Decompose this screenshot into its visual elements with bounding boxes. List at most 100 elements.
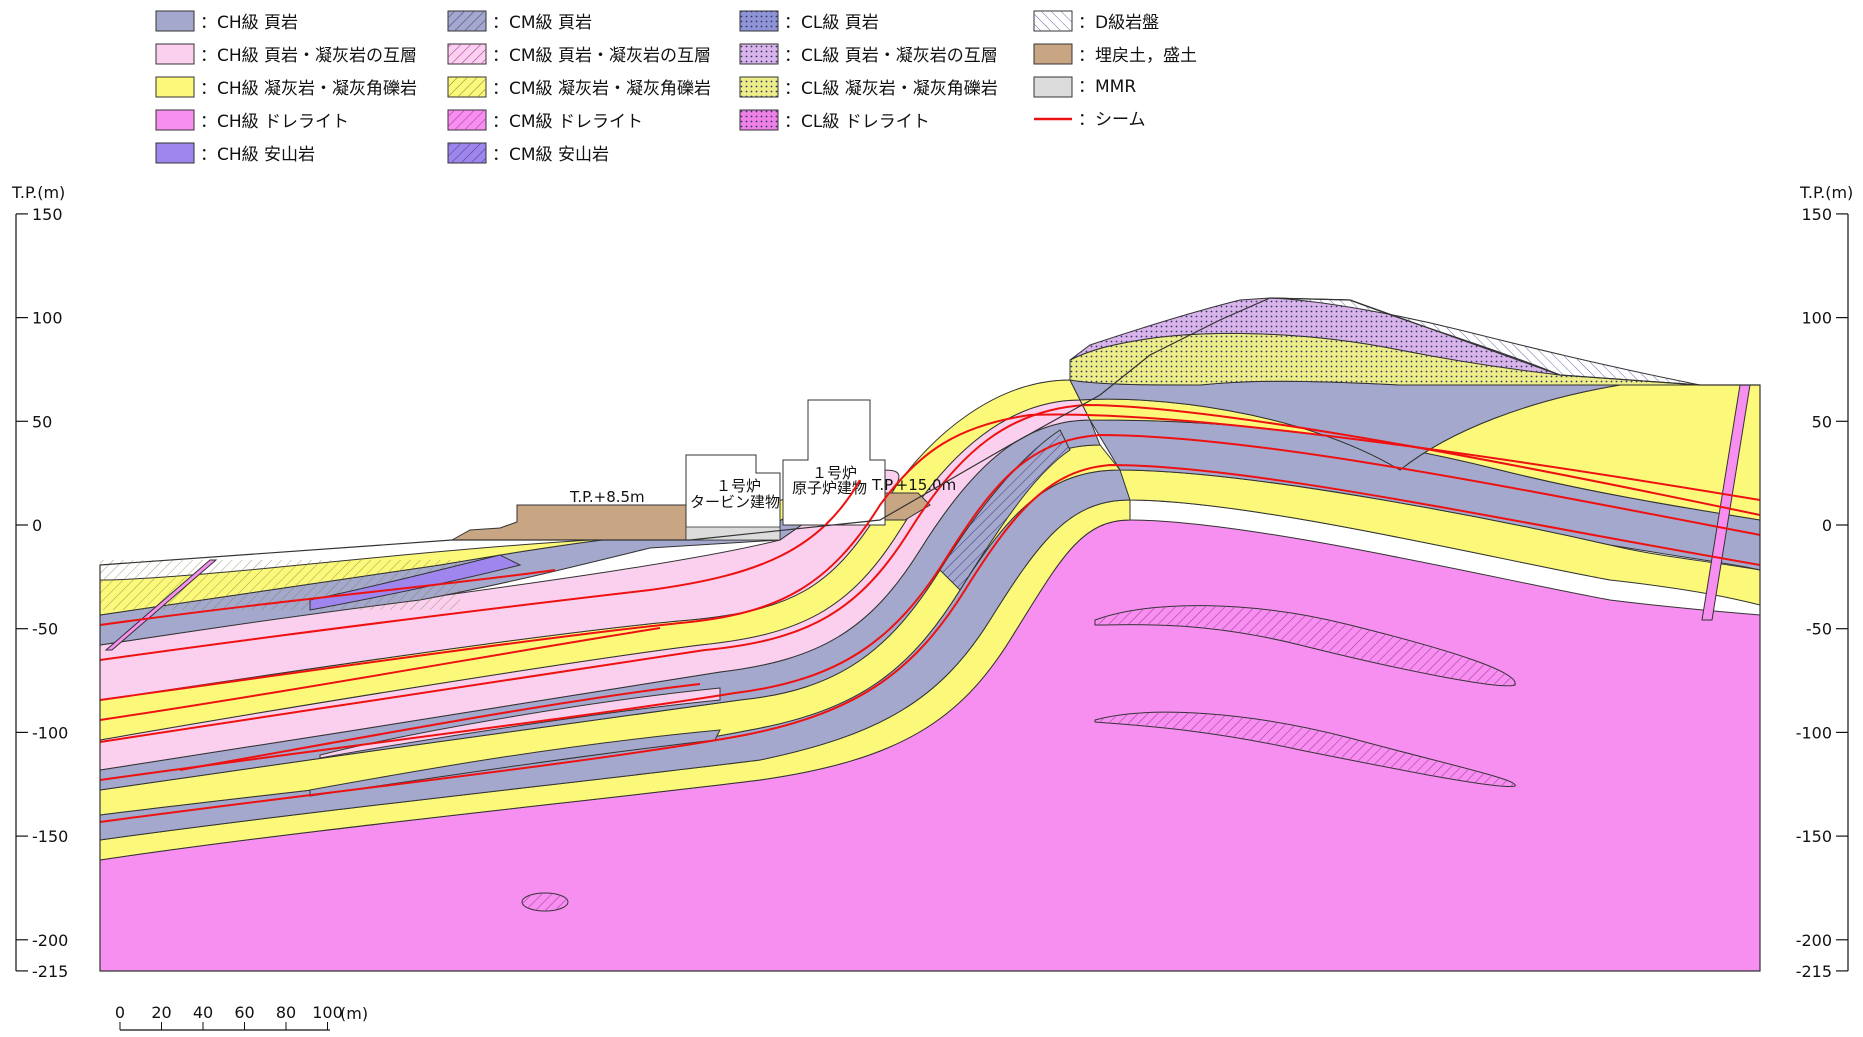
scale-tick-label: 60: [234, 1003, 254, 1022]
legend: ：CH級 頁岩 ：CH級 頁岩・凝灰岩の互層 ：CH級 凝灰岩・凝灰角礫岩 ：C…: [155, 10, 1197, 165]
legend-item-ch-interbed: ：CH級 頁岩・凝灰岩の互層: [155, 43, 417, 66]
legend-swatch: [155, 43, 195, 65]
legend-item-cl-tuff: ：CL級 凝灰岩・凝灰角礫岩: [739, 76, 998, 99]
legend-swatch: [155, 10, 195, 32]
legend-label: ：CL級 凝灰岩・凝灰角礫岩: [784, 79, 998, 99]
scale-tick-label: 80: [276, 1003, 296, 1022]
scale-tick-label: 0: [115, 1003, 125, 1022]
right-axis-tick-label: 50: [1812, 412, 1832, 431]
legend-item-cm-dolerite: ：CM級 ドレライト: [447, 109, 643, 132]
legend-item-ch-andesite: ：CH級 安山岩: [155, 142, 315, 165]
left-axis-tick-label: 50: [32, 412, 52, 431]
section-outline: [99, 297, 1761, 972]
turbine-building: １号炉 タービン建物: [685, 454, 781, 541]
legend-label: ：CH級 ドレライト: [200, 112, 349, 132]
right-axis-tick-label: -50: [1806, 620, 1832, 639]
legend-item-cm-interbed: ：CM級 頁岩・凝灰岩の互層: [447, 43, 711, 66]
legend-item-cl-shale: ：CL級 頁岩: [739, 10, 879, 33]
left-axis-tick-label: -200: [32, 931, 68, 950]
scale-tick-label: 40: [193, 1003, 213, 1022]
turbine-label-2: タービン建物: [690, 493, 780, 511]
seam-line: [99, 433, 1761, 781]
left-axis-tick-label: -215: [32, 962, 68, 981]
legend-label: ：CL級 頁岩・凝灰岩の互層: [784, 46, 998, 66]
legend-label: ：D級岩盤: [1078, 13, 1159, 33]
right-axis-unit: T.P.(m): [1799, 183, 1853, 202]
elevation-label-right: T.P.+15.0m: [871, 476, 956, 494]
left-axis: T.P.(m) 150 100 50 0 -50 -100 -150 -200 -215: [11, 183, 68, 981]
legend-label: ：CM級 凝灰岩・凝灰角礫岩: [492, 79, 711, 99]
right-axis-tick-label: -200: [1796, 931, 1832, 950]
seam-line: [99, 569, 556, 626]
legend-label: ：CM級 頁岩・凝灰岩の互層: [492, 46, 711, 66]
legend-item-ch-tuff: ：CH級 凝灰岩・凝灰角礫岩: [155, 76, 417, 99]
legend-item-fill: ：埋戻土，盛土: [1033, 43, 1197, 66]
right-axis-tick-label: -150: [1796, 827, 1832, 846]
legend-swatch: [155, 76, 195, 98]
left-axis-unit: T.P.(m): [11, 183, 65, 202]
reactor-label-1: １号炉: [812, 464, 857, 482]
turbine-label-1: １号炉: [716, 477, 761, 495]
legend-label: ：CM級 ドレライト: [492, 112, 643, 132]
legend-item-cm-andesite: ：CM級 安山岩: [447, 142, 609, 165]
seam-line: [99, 403, 1761, 743]
legend-swatch: [1033, 76, 1073, 98]
legend-label: ：CH級 頁岩: [200, 13, 298, 33]
cm-dolerite-lens-3-hatch: [522, 893, 568, 911]
seam-line: [99, 479, 861, 661]
scale-tick-label: 20: [151, 1003, 171, 1022]
fill-embankment: [450, 504, 691, 541]
left-axis-tick-label: -150: [32, 827, 68, 846]
cm-shale-slope-hatch: [940, 430, 1070, 590]
legend-label: ：CH級 凝灰岩・凝灰角礫岩: [200, 79, 417, 99]
legend-item-ch-dolerite: ：CH級 ドレライト: [155, 109, 349, 132]
legend-label: ：シーム: [1078, 110, 1146, 130]
seam-line: [99, 627, 661, 721]
legend-label: ：CL級 ドレライト: [784, 112, 930, 132]
legend-item-cl-dolerite: ：CL級 ドレライト: [739, 109, 930, 132]
legend-item-ch-shale: ：CH級 頁岩: [155, 10, 298, 33]
legend-item-cm-tuff: ：CM級 凝灰岩・凝灰角礫岩: [447, 76, 711, 99]
left-axis-tick-label: 150: [32, 205, 63, 224]
legend-label: ：CH級 安山岩: [200, 145, 315, 165]
cm-dolerite-lens-1-hatch: [1095, 605, 1516, 686]
legend-label: ：埋戻土，盛土: [1078, 46, 1197, 66]
right-axis-tick-label: 150: [1801, 205, 1832, 224]
left-axis-tick-label: -100: [32, 723, 68, 742]
reactor-label-2: 原子炉建物: [792, 479, 867, 497]
reactor-building: １号炉 原子炉建物: [782, 399, 886, 526]
legend-label: ：CL級 頁岩: [784, 13, 879, 33]
legend-item-d-rock: ：D級岩盤: [1033, 10, 1159, 33]
seam-lines: [99, 403, 1761, 823]
cm-dolerite-lens-2-hatch: [1095, 712, 1516, 787]
left-axis-tick-label: -50: [32, 620, 58, 639]
ch-andesite-lens: [309, 554, 522, 611]
legend-item-seam: ：シーム: [1034, 110, 1146, 130]
legend-item-mmr: ：MMR: [1033, 76, 1136, 98]
legend-label: ：CM級 頁岩: [492, 13, 592, 33]
scale-tick-label: 100: [312, 1003, 343, 1022]
section-body: １号炉 タービン建物 １号炉 原子炉建物 T.P.+8.5m T.P.+15.0…: [99, 297, 1761, 972]
legend-swatch: [1033, 43, 1073, 65]
seam-line: [179, 683, 701, 771]
seam-line: [99, 463, 1761, 823]
legend-label: ：MMR: [1078, 77, 1136, 97]
right-axis-tick-label: -100: [1796, 723, 1832, 742]
left-axis-tick-label: 0: [32, 516, 42, 535]
seam-line: [99, 413, 1761, 701]
legend-swatch: [155, 109, 195, 131]
cl-interbed-summit-dots: [1070, 298, 1560, 375]
right-axis-tick-label: 0: [1822, 516, 1832, 535]
left-axis-tick-label: 100: [32, 309, 63, 328]
legend-label: ：CH級 頁岩・凝灰岩の互層: [200, 46, 417, 66]
legend-swatch: [155, 142, 195, 164]
right-axis-tick-label: 100: [1801, 309, 1832, 328]
elevation-label-left: T.P.+8.5m: [569, 488, 645, 506]
right-axis: T.P.(m) 150 100 50 0 -50 -100 -150 -200 -215: [1796, 183, 1854, 981]
right-axis-tick-label: -215: [1796, 962, 1832, 981]
d-rock-summit-hatch: [1270, 298, 1700, 385]
legend-item-cl-interbed: ：CL級 頁岩・凝灰岩の互層: [739, 43, 998, 66]
legend-item-cm-shale: ：CM級 頁岩: [447, 10, 592, 33]
